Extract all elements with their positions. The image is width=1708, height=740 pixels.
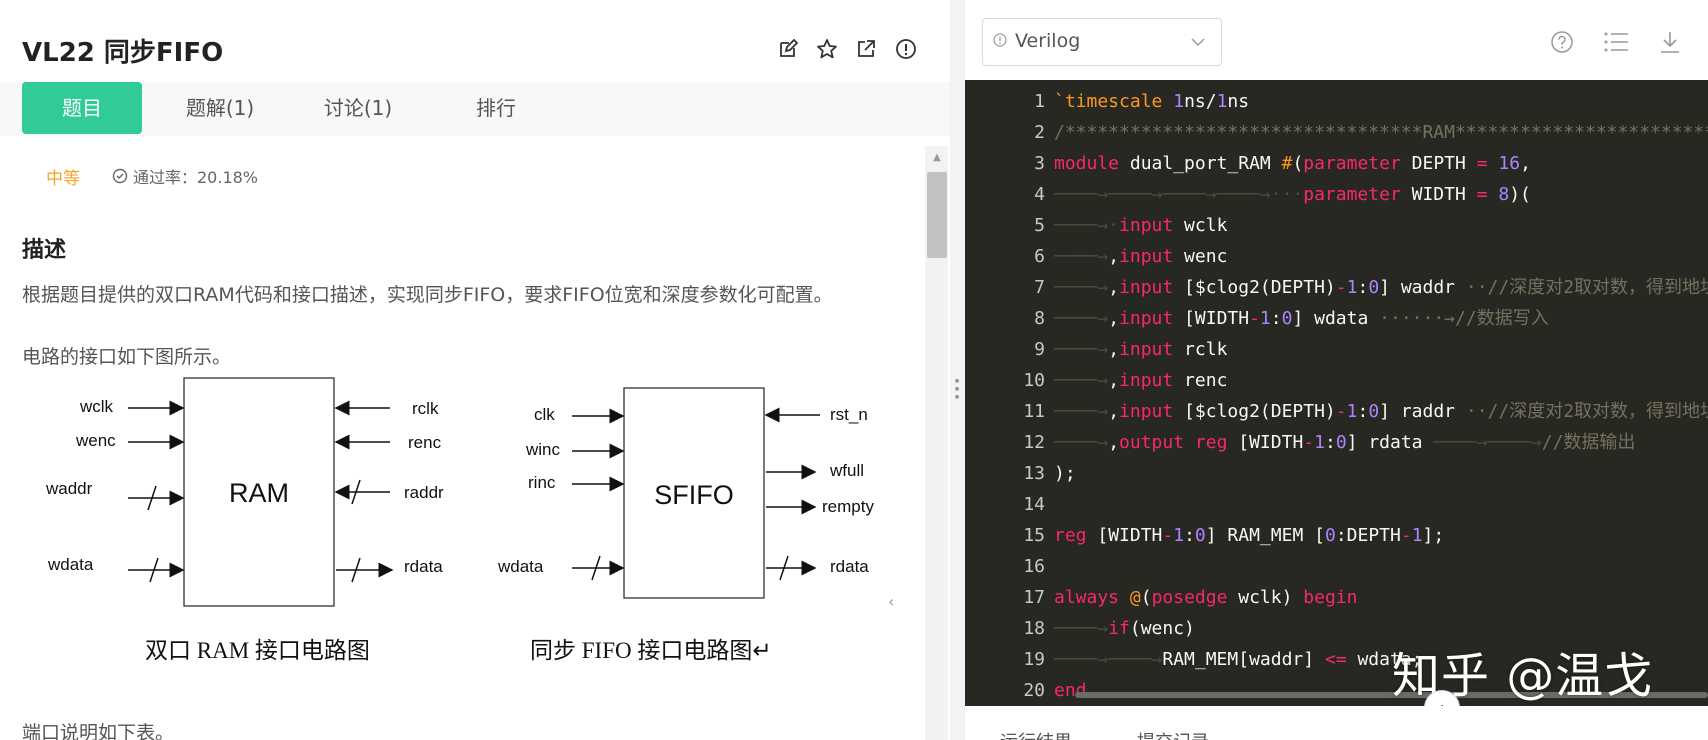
interface-diagram: RAM wclk wenc waddr wdata rclk renc radd… <box>45 377 874 663</box>
collapse-left-icon[interactable]: ‹ <box>888 592 895 611</box>
ram-port-wenc: wenc <box>75 431 116 450</box>
panel-splitter[interactable] <box>950 0 965 740</box>
download-icon[interactable] <box>1656 28 1684 56</box>
line-number: 14 <box>1023 494 1045 515</box>
fifo-port-rempty: rempty <box>822 497 874 516</box>
ram-caption: 双口 RAM 接口电路图 <box>145 638 370 663</box>
drag-handle-icon[interactable]: ··· <box>953 371 961 408</box>
port-note: 端口说明如下表。 <box>22 722 175 740</box>
line-number: 13 <box>1023 463 1045 484</box>
language-select[interactable]: Verilog <box>982 18 1222 66</box>
fifo-port-wdata: wdata <box>497 557 544 576</box>
ram-block <box>183 377 335 607</box>
ram-port-rdata: rdata <box>404 557 443 576</box>
tab-problem[interactable]: 题目 <box>22 82 142 134</box>
tab-discussion[interactable]: 讨论(1) <box>323 96 393 120</box>
difficulty-badge: 中等 <box>46 169 80 189</box>
fifo-caption: 同步 FIFO 接口电路图↵ <box>530 638 772 663</box>
pass-rate-text: 通过率：20.18% <box>133 168 259 187</box>
tab-solutions[interactable]: 题解(1) <box>185 96 255 120</box>
line-number: 12 <box>1023 432 1045 453</box>
line-number: 9 <box>1034 339 1045 360</box>
star-icon[interactable] <box>814 36 840 62</box>
tab-run-result[interactable]: 运行结果 <box>1000 728 1072 740</box>
ram-port-waddr: waddr <box>45 479 93 498</box>
line-number: 11 <box>1023 401 1045 422</box>
fifo-diagram: SFIFO clk winc rinc wdata rst_n wfull re… <box>497 387 874 663</box>
line-number: 4 <box>1034 184 1045 205</box>
ram-label: RAM <box>229 478 289 508</box>
ram-diagram: RAM wclk wenc waddr wdata rclk renc radd… <box>45 377 444 663</box>
info-icon <box>993 33 1007 47</box>
fifo-port-rdata: rdata <box>830 557 869 576</box>
line-number: 7 <box>1034 277 1045 298</box>
left-scrollbar[interactable] <box>925 146 948 740</box>
ram-port-wclk: wclk <box>79 397 114 416</box>
diagram-intro: 电路的接口如下图所示。 <box>22 346 232 368</box>
ram-port-renc: renc <box>408 433 442 452</box>
problem-title: VL22 同步FIFO <box>22 38 224 68</box>
line-number: 20 <box>1023 680 1045 701</box>
line-number: 1 <box>1034 91 1045 112</box>
fifo-port-clk: clk <box>534 405 555 424</box>
fifo-port-rinc: rinc <box>528 473 556 492</box>
list-icon[interactable] <box>1602 28 1630 56</box>
scroll-up-icon[interactable]: ▲ <box>933 152 941 163</box>
help-icon[interactable] <box>1548 28 1576 56</box>
pass-rate: 通过率：20.18% <box>112 164 258 188</box>
chevron-down-icon <box>1191 38 1205 47</box>
ram-port-rclk: rclk <box>412 399 439 418</box>
edit-icon[interactable] <box>775 36 801 62</box>
line-number: 2 <box>1034 122 1045 143</box>
check-circle-icon <box>112 168 128 184</box>
tab-submissions[interactable]: 提交记录 <box>1137 728 1209 740</box>
line-number: 16 <box>1023 556 1045 577</box>
line-number: 17 <box>1023 587 1045 608</box>
ram-port-raddr: raddr <box>404 483 444 502</box>
result-tabs: 运行结果 提交记录 <box>965 706 1708 740</box>
line-number: 6 <box>1034 246 1045 267</box>
description-heading: 描述 <box>22 238 67 263</box>
share-icon[interactable] <box>853 36 879 62</box>
line-number: 5 <box>1034 215 1045 236</box>
line-number: 3 <box>1034 153 1045 174</box>
fifo-port-wfull: wfull <box>829 461 864 480</box>
language-value: Verilog <box>1015 30 1081 52</box>
fifo-label: SFIFO <box>654 480 734 510</box>
tab-ranking[interactable]: 排行 <box>476 96 516 120</box>
line-number: 8 <box>1034 308 1045 329</box>
ram-port-wdata: wdata <box>47 555 94 574</box>
editor-horizontal-scrollbar[interactable] <box>1075 692 1708 698</box>
report-icon[interactable] <box>893 36 919 62</box>
line-number: 18 <box>1023 618 1045 639</box>
line-number: 19 <box>1023 649 1045 670</box>
fifo-port-winc: winc <box>525 440 561 459</box>
problem-tabs: 题目 题解(1) 讨论(1) 排行 <box>0 82 950 136</box>
left-scroll-thumb[interactable] <box>927 172 947 258</box>
description-text: 根据题目提供的双口RAM代码和接口描述，实现同步FIFO，要求FIFO位宽和深度… <box>22 284 833 306</box>
fifo-port-rst-n: rst_n <box>830 405 868 424</box>
code-editor[interactable]: 1`timescale 1ns/1ns 2/******************… <box>965 80 1708 706</box>
line-number: 10 <box>1023 370 1045 391</box>
line-number: 15 <box>1023 525 1045 546</box>
fifo-block <box>623 387 765 599</box>
